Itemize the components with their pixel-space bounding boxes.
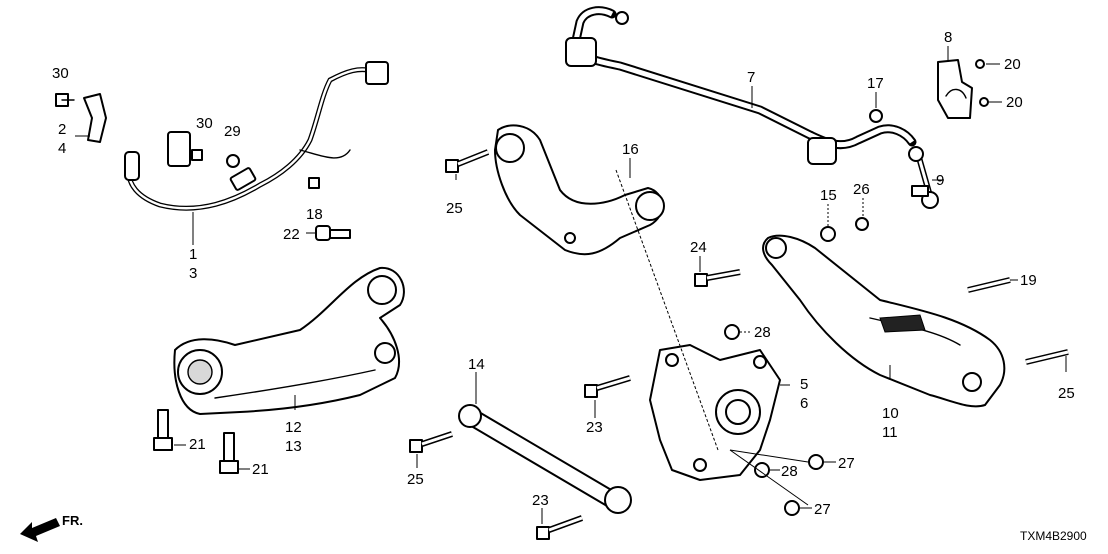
callout-12: 12 [285,419,302,436]
stabilizer-link [908,146,939,209]
callout-2: 2 [58,121,66,138]
front-direction-label: FR. [62,513,83,528]
lower-arm-left [173,266,405,415]
callout-20: 20 [1004,56,1021,73]
abs-wire-harness [124,61,389,211]
callout-17: 17 [867,75,884,92]
callout-19: 19 [1020,272,1037,289]
callout-1: 1 [189,246,197,263]
callout-27: 27 [838,455,855,472]
callout-11: 11 [882,424,898,441]
callout-3: 3 [189,265,197,282]
callout-4: 4 [58,140,66,157]
callout-23: 23 [532,492,549,509]
callout-25: 25 [407,471,424,488]
callout-30: 30 [196,115,213,132]
callout-6: 6 [800,395,808,412]
callout-16: 16 [622,141,639,158]
callout-labels: 30 2 4 30 29 18 1 3 22 12 13 21 21 25 16… [52,29,1087,543]
callout-28: 28 [781,463,798,480]
callout-14: 14 [468,356,485,373]
leader-lines [75,46,1067,524]
callout-20: 20 [1006,94,1023,111]
callout-15: 15 [820,187,837,204]
callout-24: 24 [690,239,707,256]
callout-18: 18 [306,206,323,223]
callout-27: 27 [814,501,831,518]
lower-arm-right [762,234,1006,408]
callout-23: 23 [586,419,603,436]
callout-5: 5 [800,376,808,393]
callout-7: 7 [747,69,755,86]
callout-25: 25 [1058,385,1075,402]
callout-8: 8 [944,29,952,46]
bolts [55,59,1069,540]
bushing-bracket [937,59,973,119]
callout-28: 28 [754,324,771,341]
callout-10: 10 [882,405,899,422]
knuckle [649,344,781,481]
callout-29: 29 [224,123,241,140]
diagram-code: TXM4B2900 [1020,529,1087,543]
sensor-bracket [83,93,107,143]
callout-21: 21 [252,461,269,478]
front-direction-arrow [20,518,60,542]
callout-25: 25 [446,200,463,217]
callout-26: 26 [853,181,870,198]
callout-22: 22 [283,226,300,243]
upper-arm [494,124,665,256]
callout-9: 9 [936,172,944,189]
stabilizer-bar [565,6,917,165]
trailing-rod [458,404,632,514]
callout-21: 21 [189,436,206,453]
callout-13: 13 [285,438,302,455]
callout-30: 30 [52,65,69,82]
